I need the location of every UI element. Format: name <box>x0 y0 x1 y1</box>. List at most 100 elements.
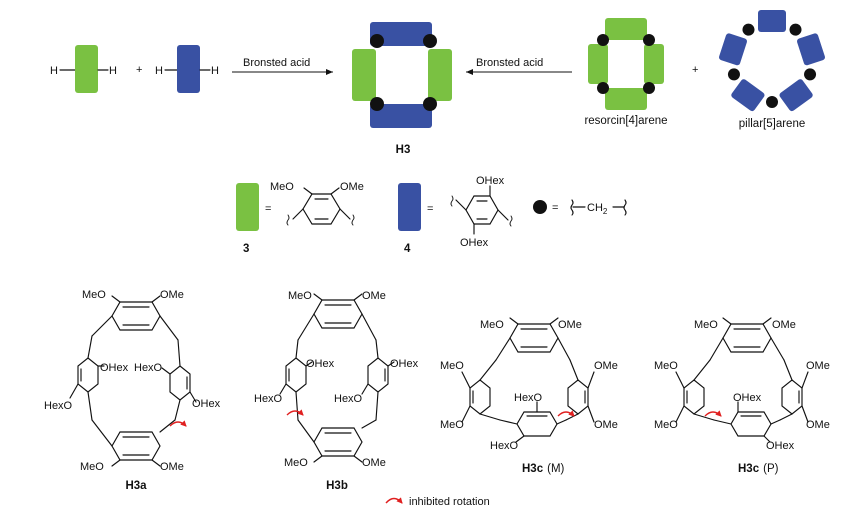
hexyloxy-label: OHex <box>460 237 489 249</box>
green-block-right <box>428 49 452 101</box>
hydrogen-left-label: H <box>50 65 58 77</box>
hydrogen-left-label: H <box>155 65 163 77</box>
blue-block-top <box>370 22 432 46</box>
rotation-arrow-icon <box>557 410 575 417</box>
methylene-dot <box>727 68 740 81</box>
methoxy-label: OMe <box>340 181 364 193</box>
methoxy-label: MeO <box>270 181 294 193</box>
equals-sign: = <box>265 203 271 215</box>
methoxy-label: MeO <box>440 360 464 372</box>
blue-block <box>177 45 200 93</box>
caption-compound: H3c <box>738 463 760 475</box>
methoxy-label: MeO <box>80 461 104 473</box>
equals-sign: = <box>427 203 433 215</box>
green-block <box>75 45 98 93</box>
blue-block <box>796 33 826 66</box>
compound-number-4: 4 <box>404 243 411 255</box>
hexyloxy-label: HexO <box>254 393 283 405</box>
h3a-caption: H3a <box>125 480 147 492</box>
methylene-dot <box>370 34 384 48</box>
green-block-left <box>352 49 376 101</box>
hexyloxy-label: HexO <box>44 400 73 412</box>
structure-h3c-m: MeO OMe MeO MeO OMe OMe HexO HexO H3c(M) <box>440 317 618 475</box>
pillararene-label: pillar[5]arene <box>739 118 805 130</box>
methylene-dot <box>597 82 609 94</box>
methoxy-label: MeO <box>694 319 718 331</box>
methoxy-label: OMe <box>594 419 618 431</box>
hexyloxy-label: HexO <box>490 440 519 452</box>
hydrogen-right-label: H <box>109 65 117 77</box>
dimethoxybenzene-structure <box>286 187 355 226</box>
rotation-arrow-icon <box>385 497 403 504</box>
h3c-p-caption: H3c(P) <box>738 463 779 475</box>
methoxy-label: OMe <box>160 289 184 301</box>
methoxy-label: MeO <box>288 290 312 302</box>
methylene-dot <box>766 96 778 108</box>
methoxy-label: MeO <box>440 419 464 431</box>
methoxy-label: OMe <box>362 457 386 469</box>
methylene-dot <box>597 34 609 46</box>
ch2-label: CH2 <box>587 202 608 216</box>
hexyloxy-label: OHex <box>390 358 419 370</box>
methoxy-label: OMe <box>594 360 618 372</box>
green-block-bottom <box>605 88 647 110</box>
methylene-dot <box>533 200 547 214</box>
blue-block-bottom <box>370 104 432 128</box>
reagent-green-building-block: H H <box>50 45 117 93</box>
hexyloxy-label: HexO <box>334 393 363 405</box>
hexyloxy-label: OHex <box>733 392 762 404</box>
methylene-dot <box>643 82 655 94</box>
blue-block <box>758 10 786 32</box>
arrow-label: Bronsted acid <box>243 57 310 69</box>
hexyloxy-label: OHex <box>306 358 335 370</box>
reaction-arrow-left: Bronsted acid <box>466 57 572 75</box>
dihexyloxybenzene-structure <box>450 185 513 235</box>
reagent-blue-building-block: H H <box>155 45 219 93</box>
rotation-arrow-icon <box>704 410 722 417</box>
green-block-right <box>644 44 664 84</box>
methoxy-label: OMe <box>806 419 830 431</box>
methoxy-label: OMe <box>362 290 386 302</box>
green-block <box>236 183 259 231</box>
methoxy-label: MeO <box>480 319 504 331</box>
plus-sign: + <box>136 64 142 76</box>
methoxy-label: OMe <box>558 319 582 331</box>
methylene-dot <box>423 34 437 48</box>
ch2-text: CH <box>587 202 603 214</box>
rotation-arrow-icon <box>169 420 187 427</box>
green-block-top <box>605 18 647 40</box>
hexyloxy-label: OHex <box>476 175 505 187</box>
hexyloxy-label: OHex <box>100 362 129 374</box>
inhibited-rotation-label: inhibited rotation <box>409 496 490 508</box>
blue-block <box>398 183 421 231</box>
methylene-dot <box>643 34 655 46</box>
h3c-m-caption: H3c(M) <box>522 463 565 475</box>
structure-h3c-p: MeO OMe MeO MeO OMe OMe OHex OHex H3c(P) <box>654 317 830 475</box>
reaction-arrow-right: Bronsted acid <box>232 57 333 75</box>
methoxy-label: OMe <box>160 461 184 473</box>
hexyloxy-label: HexO <box>134 362 163 374</box>
legend-green: = MeO OMe 3 <box>236 181 364 255</box>
equals-sign: = <box>552 202 558 214</box>
methylene-dot <box>423 97 437 111</box>
ch2-subscript: 2 <box>603 207 608 216</box>
methoxy-label: MeO <box>654 360 678 372</box>
hexyloxy-label: OHex <box>766 440 795 452</box>
arrow-label: Bronsted acid <box>476 57 543 69</box>
legend-blue: = OHex OHex 4 <box>398 175 513 255</box>
methoxy-label: MeO <box>82 289 106 301</box>
methoxy-label: OMe <box>772 319 796 331</box>
blue-block <box>718 33 748 66</box>
blue-block <box>731 79 765 112</box>
green-block-left <box>588 44 608 84</box>
plus-sign: + <box>692 64 698 76</box>
h3b-caption: H3b <box>326 480 348 492</box>
methylene-dot <box>804 68 817 81</box>
blue-block <box>779 79 813 112</box>
methylene-dot <box>789 23 802 36</box>
caption-helicity: (P) <box>763 463 779 475</box>
methoxy-label: MeO <box>284 457 308 469</box>
methylene-dot <box>370 97 384 111</box>
caption-helicity: (M) <box>547 463 564 475</box>
